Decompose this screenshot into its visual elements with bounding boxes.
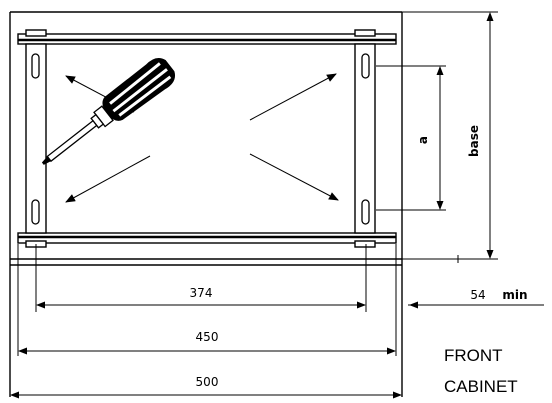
dimension-base-label: base xyxy=(467,125,481,157)
arrow-top-right xyxy=(249,73,337,121)
side-brackets xyxy=(25,29,376,248)
dimension-offset-label: 54 xyxy=(470,288,485,302)
right-bracket xyxy=(354,43,376,234)
dimension-374 xyxy=(35,244,367,312)
arrow-bottom-left xyxy=(65,155,151,203)
dimension-a xyxy=(376,65,446,211)
slot-bottom-right xyxy=(361,199,370,225)
dimension-450-label: 450 xyxy=(196,330,219,344)
direction-arrows xyxy=(65,73,339,203)
cabinet-label: CABINET xyxy=(444,377,518,396)
arrow-bottom-right xyxy=(249,153,339,201)
dimension-offset-unit: min xyxy=(502,288,527,302)
front-label: FRONT xyxy=(444,346,503,365)
slot-top-left xyxy=(31,53,40,79)
dimension-500-label: 500 xyxy=(196,375,219,389)
left-bracket xyxy=(25,43,47,234)
dimension-base xyxy=(402,12,498,260)
dimension-374-label: 374 xyxy=(190,286,213,300)
cabinet-outline xyxy=(9,11,498,397)
dimension-450 xyxy=(17,244,397,356)
dimension-a-label: a xyxy=(416,136,430,144)
screwdriver-icon xyxy=(41,58,175,165)
dimension-offset xyxy=(408,255,544,309)
slot-bottom-left xyxy=(31,199,40,225)
slot-top-right xyxy=(361,53,370,79)
mounting-slots xyxy=(31,53,370,225)
mounting-frame xyxy=(17,33,397,244)
